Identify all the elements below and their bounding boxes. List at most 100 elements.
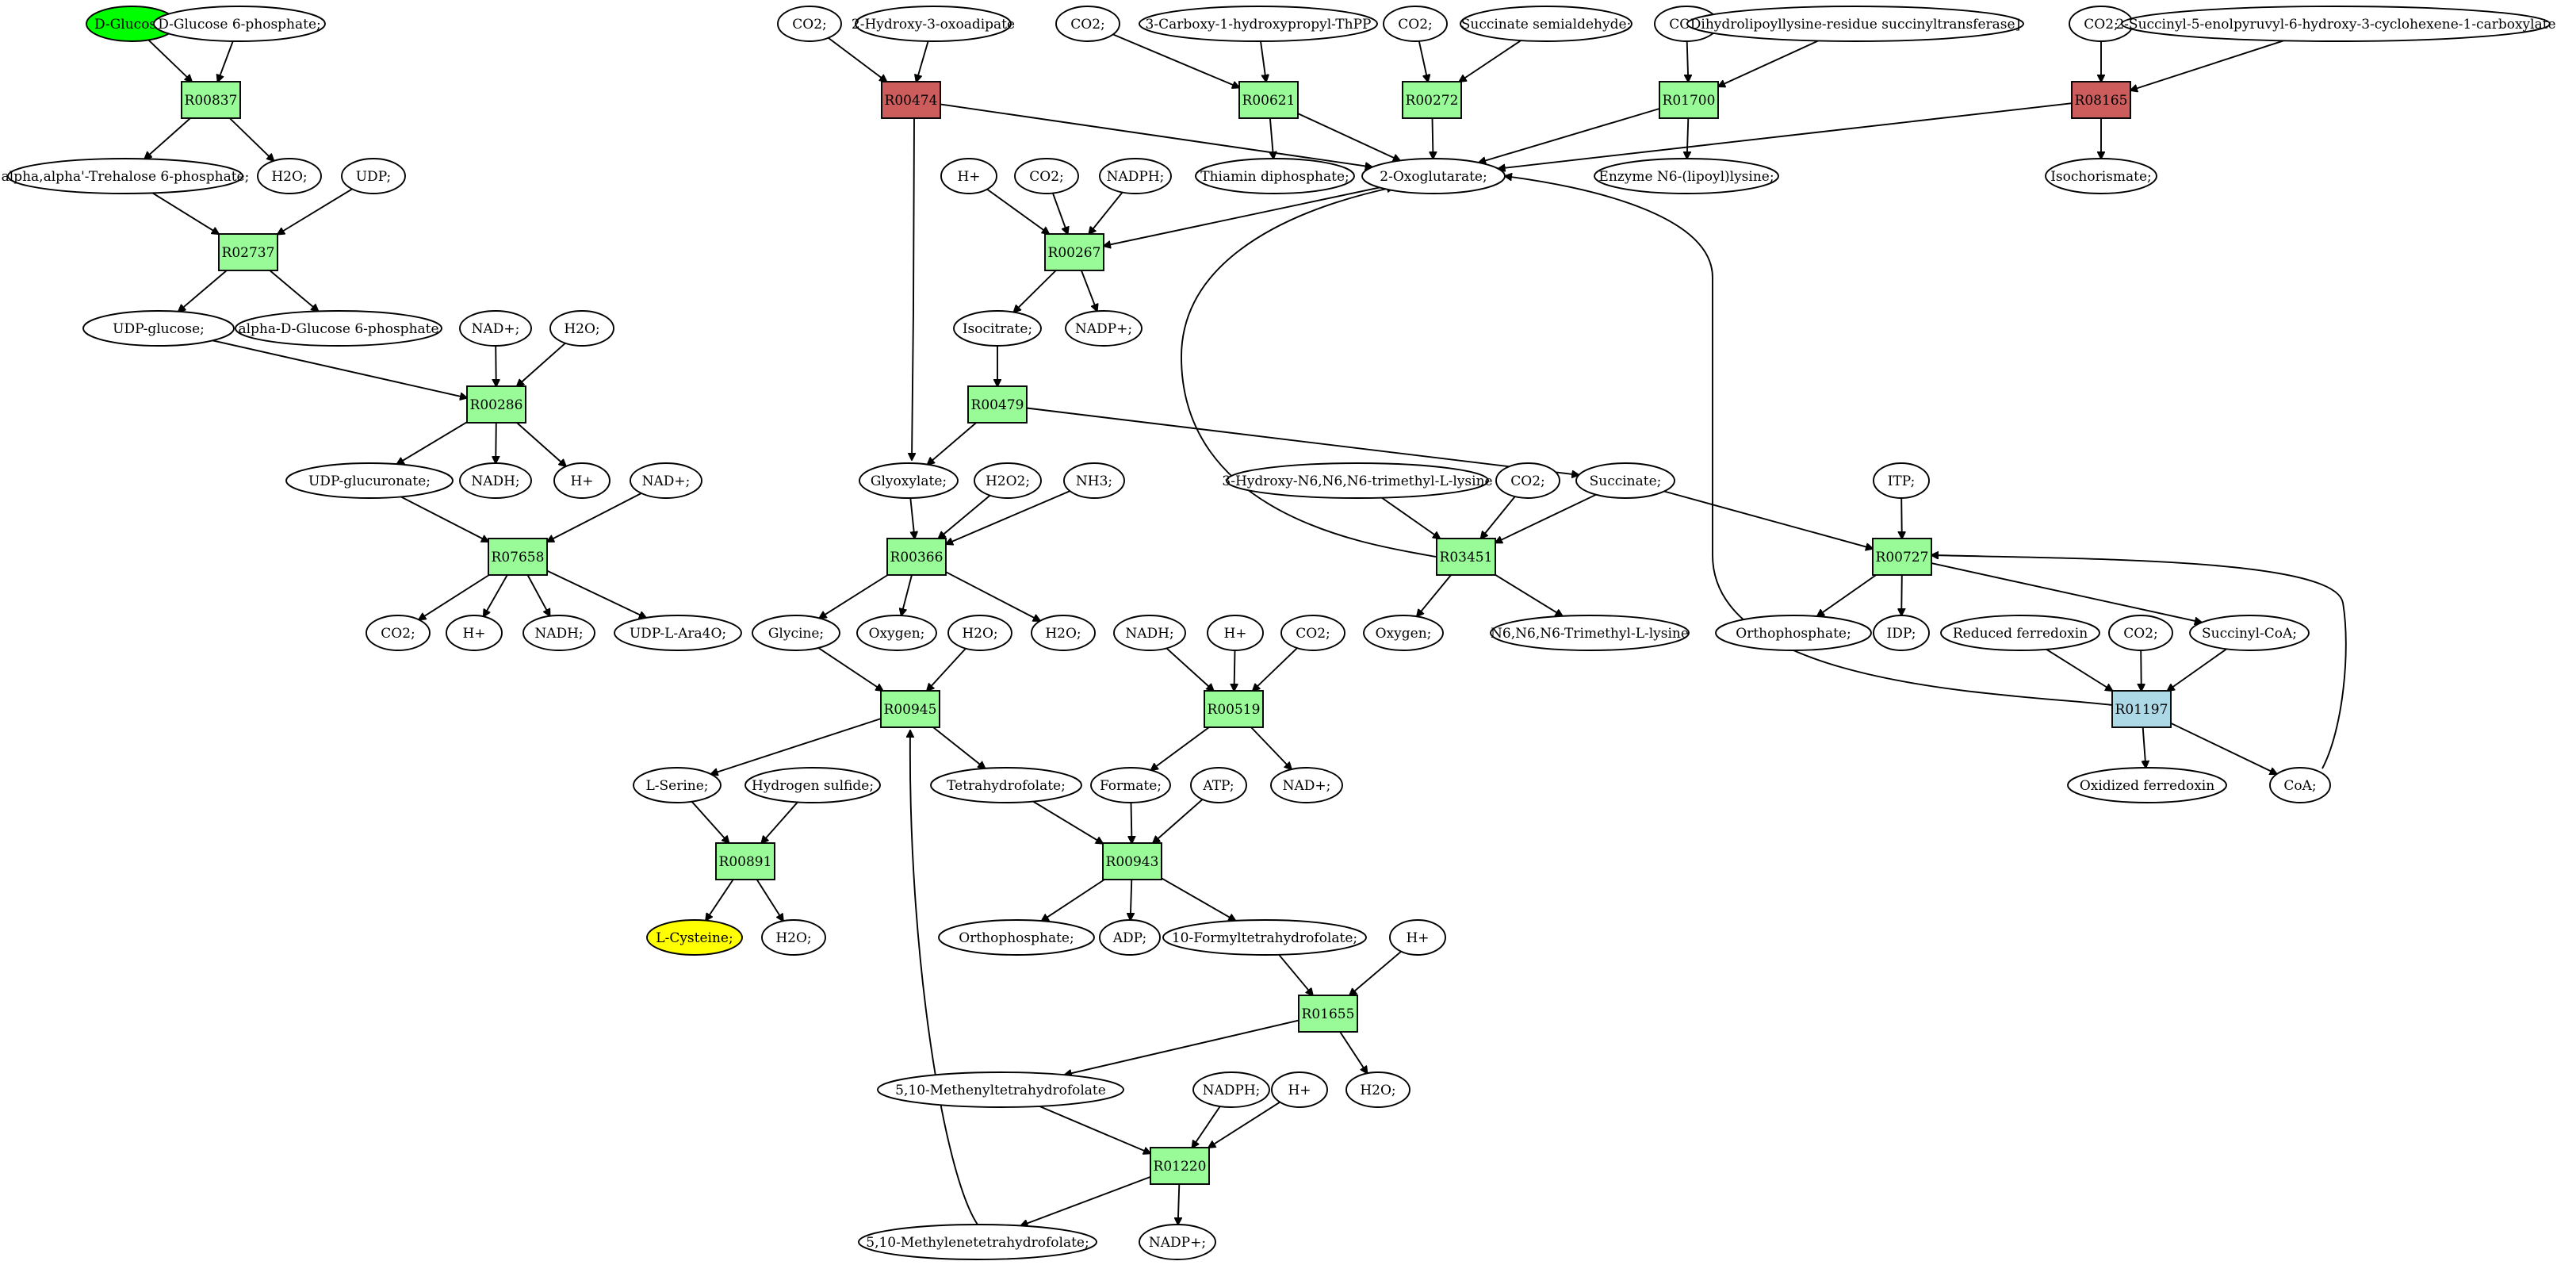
reaction-label: R00945 xyxy=(884,702,937,718)
metabolite-node: ITP; xyxy=(1873,462,1930,499)
metabolite-ellipse xyxy=(858,1224,1097,1260)
metabolite-node: NH3; xyxy=(1063,462,1125,499)
metabolite-node: ATP; xyxy=(1190,767,1247,803)
reaction-label: R02737 xyxy=(222,245,275,261)
edge-m_hydroxyoxoadipate-to-r_R00474 xyxy=(917,40,929,82)
metabolite-label: alpha,alpha'-Trehalose 6-phosphate; xyxy=(2,169,250,185)
edge-m_itp-to-r_R00727 xyxy=(1901,497,1902,539)
edge-r_R00286-to-m_hplus_1 xyxy=(516,422,566,466)
reaction-node: R00366 xyxy=(886,538,947,576)
metabolite-node: CO2; xyxy=(2069,6,2134,42)
reaction-node: R00727 xyxy=(1872,538,1932,576)
metabolite-node: 3-Hydroxy-N6,N6,N6-trimethyl-L-lysine xyxy=(1222,462,1493,499)
metabolite-node: UDP-L-Ara4O; xyxy=(614,615,742,651)
edge-r_R00837-to-m_trehalose6p xyxy=(144,117,191,159)
metabolite-label: Orthophosphate; xyxy=(959,930,1074,946)
metabolite-label: Isocitrate; xyxy=(963,321,1032,337)
metabolite-ellipse xyxy=(7,158,243,194)
metabolite-ellipse xyxy=(953,310,1042,347)
edge-m_hplus_3-to-r_R00267 xyxy=(986,188,1049,234)
metabolite-node: Oxidized ferredoxin xyxy=(2067,767,2227,803)
metabolite-label: CO2; xyxy=(1029,169,1064,185)
metabolite-node: H2O; xyxy=(549,310,614,347)
metabolite-ellipse xyxy=(1715,615,1872,651)
edge-m_co2_3-to-r_R00621 xyxy=(1112,33,1239,87)
metabolite-node: 2-Succinyl-5-enolpyruvyl-6-hydroxy-3-cyc… xyxy=(2115,6,2556,42)
metabolite-node: 2-Oxoglutarate; xyxy=(1361,158,1506,194)
edge-m_h2o_2-to-r_R00286 xyxy=(517,342,566,386)
metabolite-ellipse xyxy=(1207,615,1264,651)
edge-m_nad_2-to-r_R07658 xyxy=(547,493,642,542)
reaction-node: R00479 xyxy=(967,385,1028,424)
edge-m_redferredoxin-to-r_R01197 xyxy=(2046,648,2112,691)
metabolite-label: CoA; xyxy=(2283,778,2316,794)
metabolite-node: CO2; xyxy=(1383,6,1448,42)
metabolite-ellipse xyxy=(2189,615,2310,651)
metabolite-node: Thiamin diphosphate; xyxy=(1195,158,1355,194)
edge-m_thf-to-r_R00943 xyxy=(1032,800,1103,844)
metabolite-ellipse xyxy=(646,919,743,956)
metabolite-node: H2O; xyxy=(1031,615,1096,651)
metabolite-label: Oxygen; xyxy=(1376,626,1432,642)
reaction-node: R00945 xyxy=(880,690,940,728)
reaction-box xyxy=(466,385,526,424)
metabolite-node: CO2; xyxy=(2108,615,2173,651)
reaction-box xyxy=(881,81,941,119)
edge-m_h2o2-to-r_R00366 xyxy=(939,494,991,539)
metabolite-ellipse xyxy=(1192,1071,1270,1108)
metabolite-node: H2O; xyxy=(257,158,322,194)
metabolite-ellipse xyxy=(446,615,503,651)
metabolite-node: alpha,alpha'-Trehalose 6-phosphate; xyxy=(2,158,250,194)
edge-r_R00366-to-m_h2o_4 xyxy=(945,571,1040,621)
reaction-label: R00272 xyxy=(1406,93,1459,109)
edge-m_hydroxytml-to-r_R03451 xyxy=(1381,496,1440,539)
metabolite-label: Reduced ferredoxin xyxy=(1953,626,2088,642)
metabolite-ellipse xyxy=(1195,158,1355,194)
edge-m_h2s-to-r_R00891 xyxy=(761,801,798,843)
edge-m_succinate-to-r_R00727 xyxy=(1663,490,1873,549)
metabolite-label: L-Cysteine; xyxy=(656,930,733,946)
metabolite-ellipse xyxy=(1139,6,1378,42)
metabolite-node: UDP-glucose; xyxy=(82,310,235,347)
metabolite-node: 2-Hydroxy-3-oxoadipate xyxy=(852,6,1015,42)
metabolite-label: NADH; xyxy=(471,473,519,489)
metabolite-label: NAD+; xyxy=(642,473,691,489)
reaction-node: R03451 xyxy=(1436,538,1496,576)
reaction-label: R03451 xyxy=(1440,550,1493,565)
metabolite-ellipse xyxy=(1162,919,1367,956)
reaction-node: R00891 xyxy=(715,842,775,880)
metabolite-node: 5,10-Methenyltetrahydrofolate xyxy=(877,1071,1124,1108)
reaction-node: R00474 xyxy=(881,81,941,119)
metabolite-label: NH3; xyxy=(1076,473,1112,489)
edge-r_R01197-to-m_oxoglutarate xyxy=(1505,176,2113,706)
edge-r_R00479-to-m_glyoxylate xyxy=(928,422,977,465)
metabolite-ellipse xyxy=(859,462,959,499)
metabolite-label: H+ xyxy=(1223,626,1246,642)
reaction-box xyxy=(1872,538,1932,576)
metabolite-label: CO2; xyxy=(1398,17,1433,33)
edge-r_R00519-to-m_formate xyxy=(1151,726,1210,770)
metabolite-label: H2O2; xyxy=(986,473,1030,489)
metabolite-ellipse xyxy=(947,615,1012,651)
metabolite-label: NAD+; xyxy=(472,321,520,337)
edge-m_succinate-to-r_R03451 xyxy=(1495,493,1597,543)
reaction-label: R07658 xyxy=(492,550,545,565)
metabolite-label: Tetrahydrofolate; xyxy=(947,778,1066,794)
edge-r_R00621-to-m_thiamindp xyxy=(1270,117,1273,159)
reaction-box xyxy=(1298,995,1358,1033)
reaction-label: R00837 xyxy=(185,93,238,109)
metabolite-ellipse xyxy=(974,462,1042,499)
reaction-box xyxy=(181,81,241,119)
reaction-node: R00286 xyxy=(466,385,526,424)
edge-r_R07658-to-m_udpara4o xyxy=(546,569,646,618)
edge-m_co2_8-to-r_R03451 xyxy=(1481,496,1516,539)
edge-r_R00891-to-m_lcysteine xyxy=(706,879,734,921)
edge-m_hplus_4-to-r_R00519 xyxy=(1234,650,1235,691)
metabolite-ellipse xyxy=(2067,767,2227,803)
metabolite-node: H2O; xyxy=(947,615,1012,651)
edge-r_R01700-to-m_enzymelipoyl xyxy=(1687,117,1689,159)
metabolite-node: 3-Carboxy-1-hydroxypropyl-ThPP xyxy=(1139,6,1378,42)
edge-r_R07658-to-m_hplus_2 xyxy=(484,574,508,616)
metabolite-node: Hydrogen sulfide; xyxy=(744,767,881,803)
metabolite-node: CoA; xyxy=(2269,767,2331,803)
